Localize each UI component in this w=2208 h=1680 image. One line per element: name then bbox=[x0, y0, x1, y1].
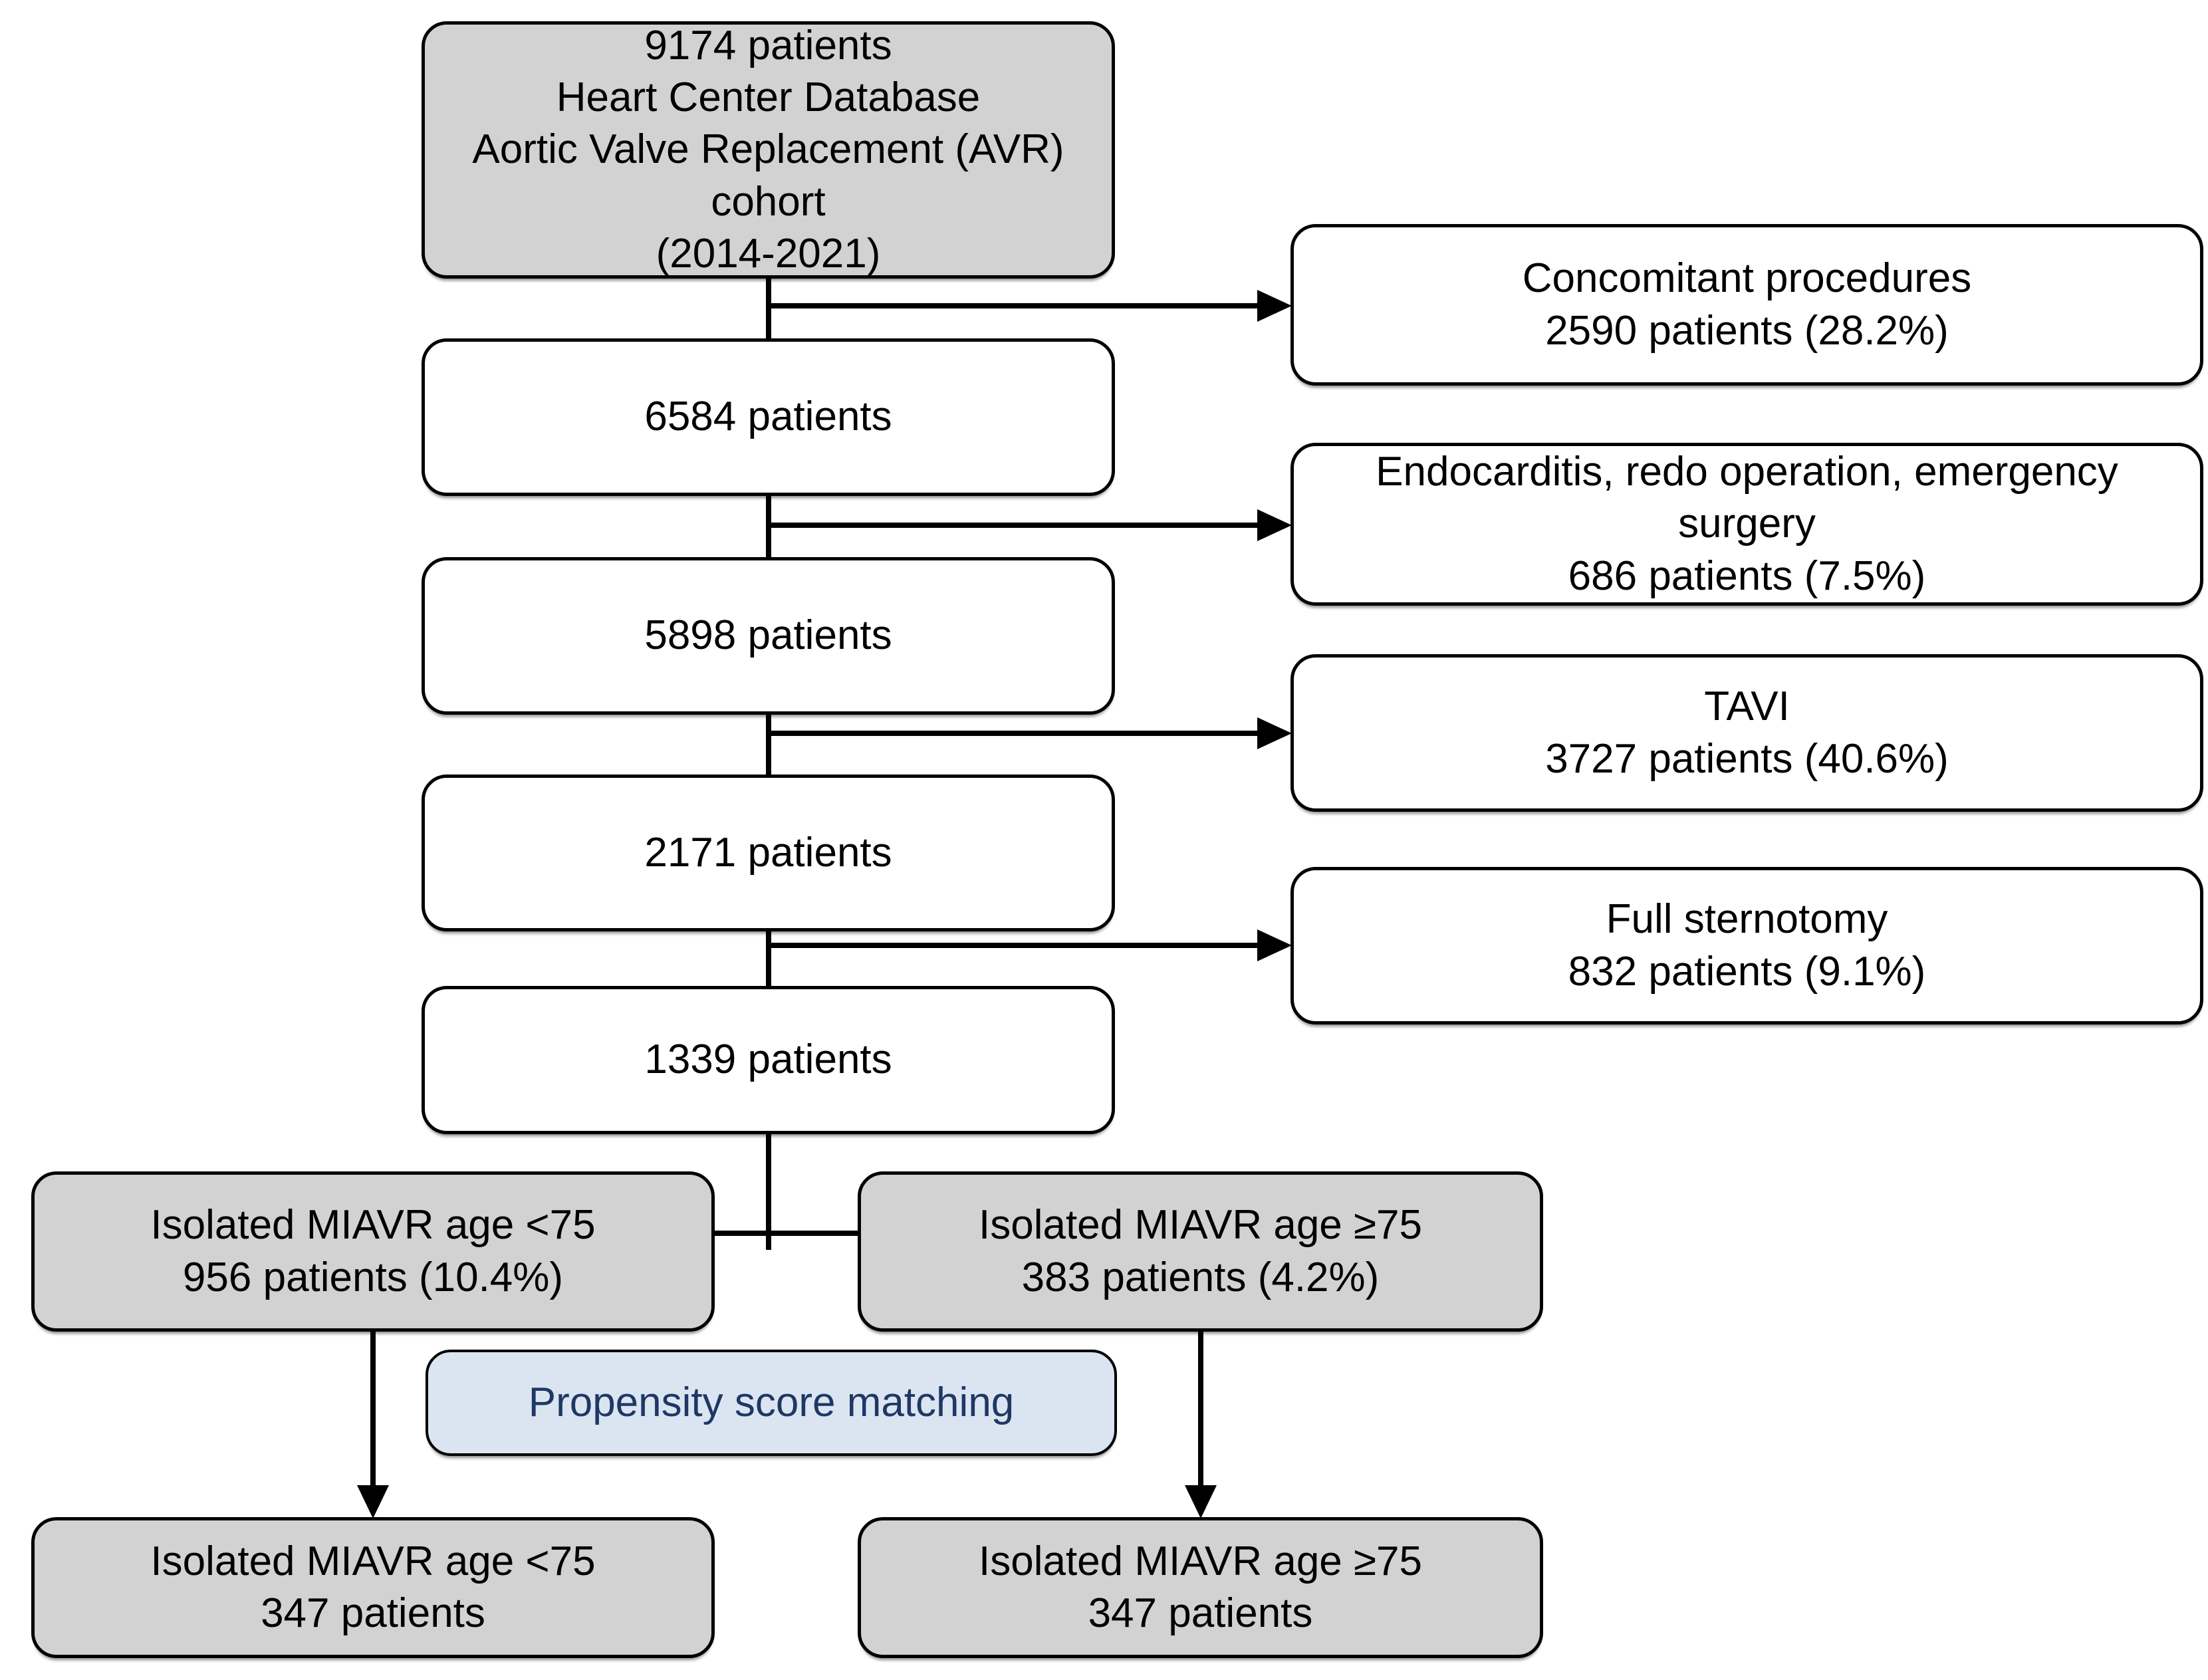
box-miavr-75plus: Isolated MIAVR age ≥75 383 patients (4.2… bbox=[858, 1171, 1543, 1332]
box-cohort: 9174 patients Heart Center Database Aort… bbox=[422, 21, 1115, 279]
box-excl-concomitant: Concomitant procedures 2590 patients (28… bbox=[1290, 224, 2203, 386]
box-matched-under75: Isolated MIAVR age <75 347 patients bbox=[31, 1517, 715, 1658]
box-excl-full-sternotomy: Full sternotomy 832 patients (9.1%) bbox=[1290, 867, 2203, 1024]
connector-split-bar bbox=[711, 1231, 861, 1236]
box-miavr-under75: Isolated MIAVR age <75 956 patients (10.… bbox=[31, 1171, 715, 1332]
box-1339-patients: 1339 patients bbox=[422, 986, 1115, 1134]
box-5898-patients: 5898 patients bbox=[422, 557, 1115, 715]
connector-5898-to-2171 bbox=[766, 713, 771, 776]
box-excl-endocarditis: Endocarditis, redo operation, emergency … bbox=[1290, 443, 2203, 606]
arrow-right-icon bbox=[1257, 509, 1292, 541]
connector-2171-to-1339 bbox=[766, 930, 771, 987]
arrow-right-icon bbox=[1257, 929, 1292, 961]
arrow-line-full-sternotomy bbox=[769, 943, 1259, 948]
box-excl-tavi: TAVI 3727 patients (40.6%) bbox=[1290, 654, 2203, 812]
arrow-line-tavi bbox=[769, 731, 1259, 736]
box-propensity-matching: Propensity score matching bbox=[426, 1350, 1117, 1456]
arrow-down-icon bbox=[357, 1485, 389, 1518]
arrow-line-endocarditis bbox=[769, 523, 1259, 528]
box-2171-patients: 2171 patients bbox=[422, 775, 1115, 931]
arrow-line-matched-under75 bbox=[370, 1330, 376, 1487]
arrow-right-icon bbox=[1257, 290, 1292, 322]
arrow-line-matched-75plus bbox=[1198, 1330, 1203, 1487]
box-6584-patients: 6584 patients bbox=[422, 338, 1115, 496]
connector-cohort-to-6584 bbox=[766, 277, 771, 340]
connector-1339-to-split bbox=[766, 1134, 771, 1250]
box-matched-75plus: Isolated MIAVR age ≥75 347 patients bbox=[858, 1517, 1543, 1658]
arrow-line-concomitant bbox=[769, 303, 1259, 308]
arrow-down-icon bbox=[1185, 1485, 1217, 1518]
arrow-right-icon bbox=[1257, 717, 1292, 749]
